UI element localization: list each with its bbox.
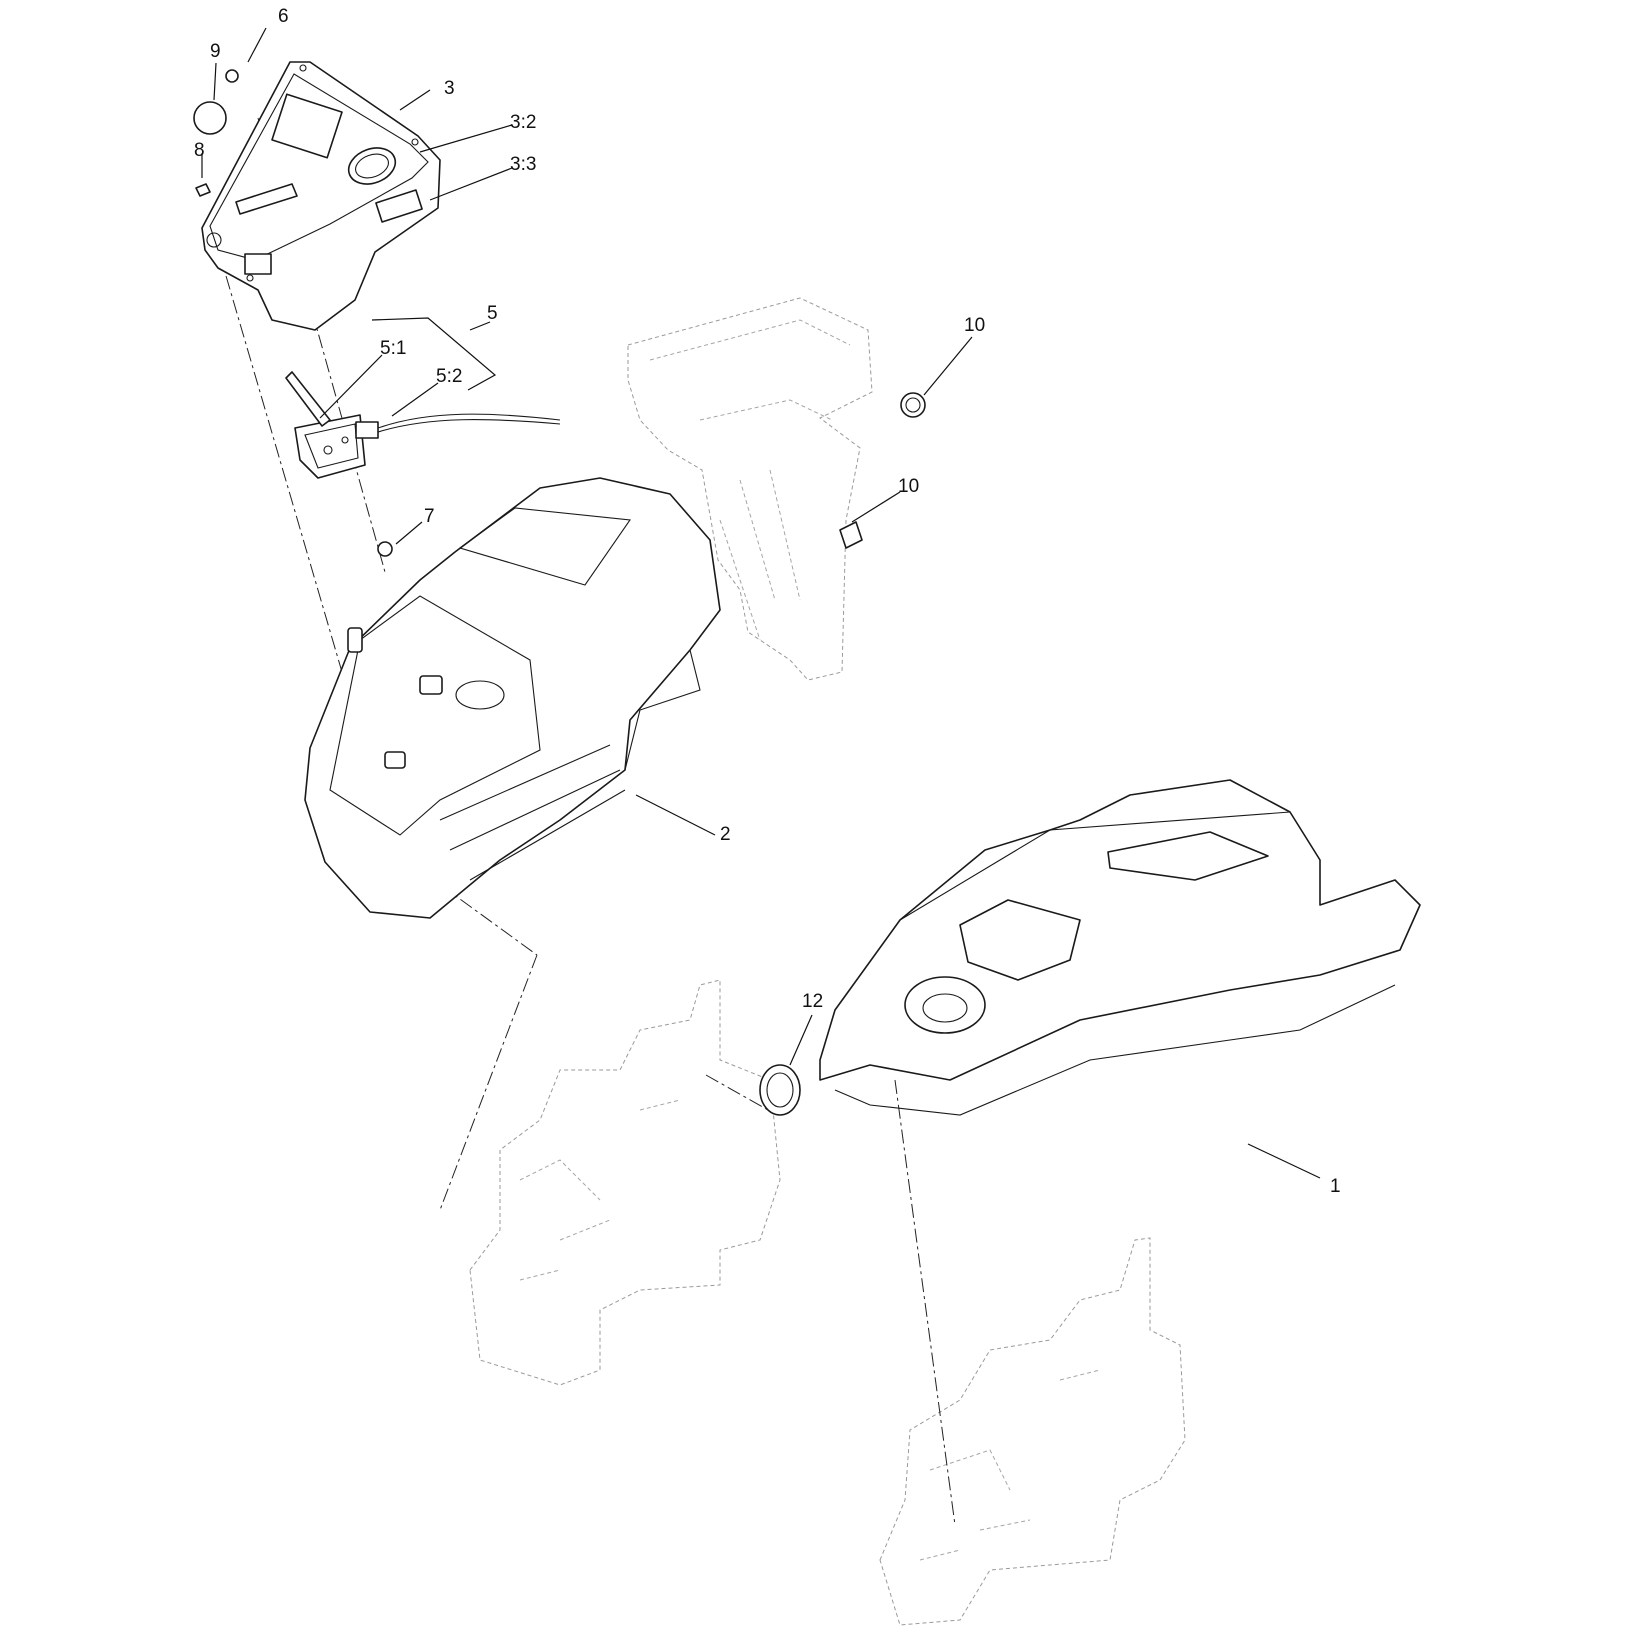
switch-harness-part-5 [285, 371, 561, 479]
callout-5-2: 5:2 [436, 366, 462, 387]
clamp-part-10-a [900, 392, 926, 418]
callout-9: 9 [210, 41, 221, 62]
front-panel-part-3 [201, 61, 441, 331]
callout-2: 2 [720, 824, 731, 845]
screw-part-8 [195, 183, 211, 197]
console-cover-part-1 [819, 779, 1421, 1116]
callout-10-top: 10 [964, 315, 985, 336]
callout-3-2: 3:2 [510, 112, 536, 133]
callout-6: 6 [278, 6, 289, 27]
callout-8: 8 [194, 140, 205, 161]
callout-3: 3 [444, 78, 455, 99]
plug-part-6 [225, 69, 239, 83]
callout-10-bottom: 10 [898, 476, 919, 497]
phantom-bracket-upper [627, 297, 873, 681]
leader-lines [201, 27, 1321, 1179]
callout-3-3: 3:3 [510, 154, 536, 175]
clamp-part-10-b [839, 521, 863, 549]
cap-part-9 [193, 101, 227, 135]
main-housing-part-2 [304, 477, 721, 919]
phantom-plate-right [879, 1237, 1186, 1626]
callout-12: 12 [802, 991, 823, 1012]
clamp-part-12 [759, 1064, 801, 1116]
nut-part-7 [377, 541, 393, 557]
hardware [193, 69, 926, 1116]
callout-1: 1 [1330, 1176, 1341, 1197]
callout-5-1: 5:1 [380, 338, 406, 359]
callout-7: 7 [424, 506, 435, 527]
phantom-plate-left [469, 979, 781, 1386]
callout-5: 5 [487, 303, 498, 324]
callout-labels: 1 2 3 3:2 3:3 5 5:1 5:2 6 7 8 9 10 10 12 [194, 6, 1341, 1197]
